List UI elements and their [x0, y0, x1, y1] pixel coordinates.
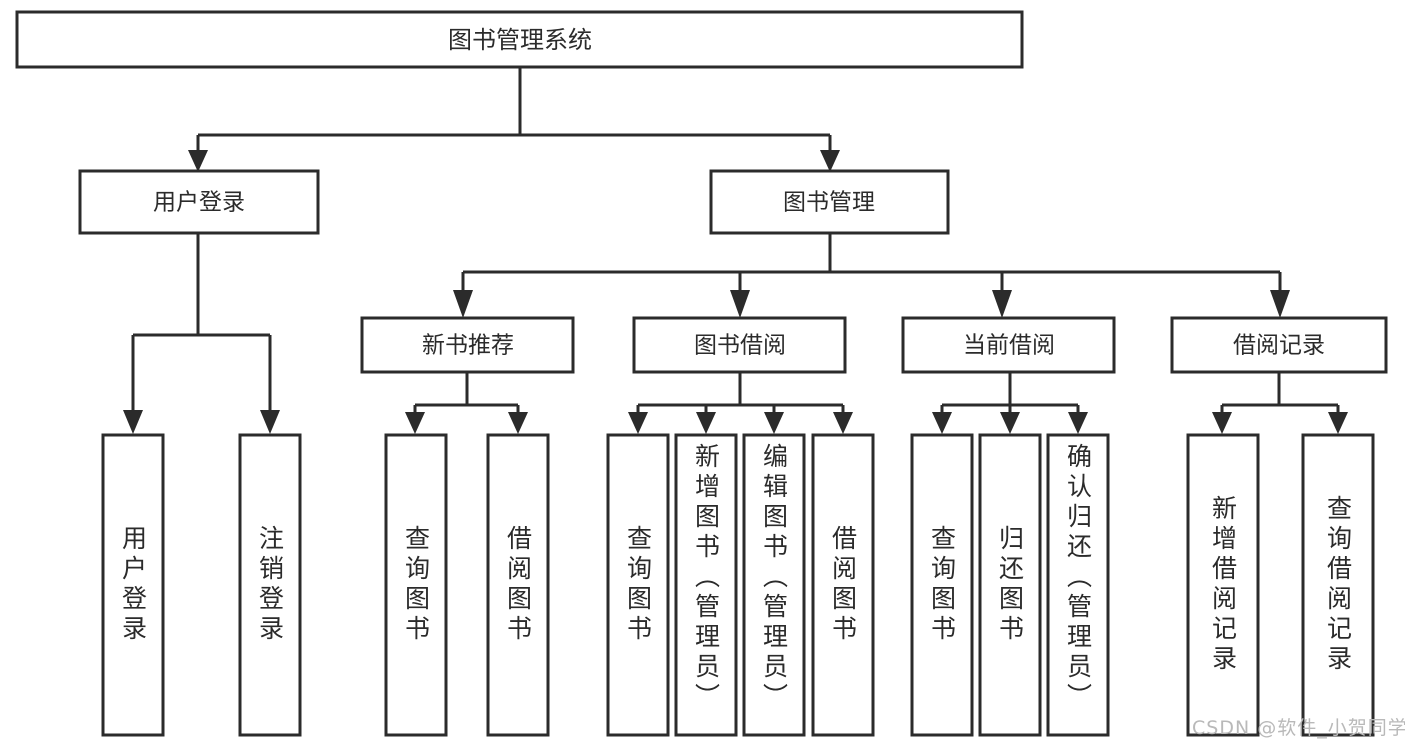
arrow-to-leaf-edit-book: [764, 412, 784, 434]
node-user-login-label: 用户登录: [153, 190, 245, 216]
node-root[interactable]: 图书管理系统: [15, 10, 1024, 69]
node-user-login-box[interactable]: [78, 169, 320, 235]
node-book-manage-label: 图书管理: [783, 190, 875, 216]
arrow-to-leaf-add-record: [1212, 412, 1232, 434]
node-book-borrow-box[interactable]: [632, 316, 847, 374]
arrow-to-book-borrow: [730, 290, 750, 318]
arrow-to-current-borrow: [992, 290, 1012, 318]
leaf-add-record-box[interactable]: [1186, 433, 1260, 737]
arrow-to-leaf-query-record: [1328, 412, 1348, 434]
node-new-book-rec-label: 新书推荐: [422, 333, 514, 359]
leaf-return-book-box[interactable]: [978, 433, 1042, 737]
arrow-to-leaf-borrow-book-1: [508, 412, 528, 434]
leaf-borrow-book-2-box[interactable]: [811, 433, 875, 737]
nodes-layer: 图书管理系统 用户登录 图书管理 新书推荐 图书借阅: [15, 10, 1388, 737]
leaf-add-book-box[interactable]: [674, 433, 738, 737]
leaf-user-login-box[interactable]: [101, 433, 165, 737]
arrow-to-leaf-borrow-book-2: [833, 412, 853, 434]
arrow-to-new-book-rec: [453, 290, 473, 318]
arrow-to-book-manage: [820, 150, 840, 172]
leaf-query-book-2-box[interactable]: [606, 433, 670, 737]
arrow-to-leaf-query-book-2: [628, 412, 648, 434]
arrow-to-user-login: [188, 150, 208, 172]
arrow-to-leaf-return-book: [1000, 412, 1020, 434]
arrow-to-leaf-user-login: [123, 410, 143, 434]
node-book-borrow[interactable]: 图书借阅: [632, 316, 847, 374]
connectors-layer: [123, 67, 1348, 434]
node-borrow-record-box[interactable]: [1170, 316, 1388, 374]
node-borrow-record-label: 借阅记录: [1233, 333, 1325, 359]
node-borrow-record[interactable]: 借阅记录: [1170, 316, 1388, 374]
csdn-watermark: CSDN @软件_小贺同学: [1192, 717, 1405, 739]
node-current-borrow[interactable]: 当前借阅: [901, 316, 1116, 374]
leaf-borrow-book-1-box[interactable]: [486, 433, 550, 737]
leaf-confirm-return-box[interactable]: [1046, 433, 1110, 737]
node-root-box[interactable]: [15, 10, 1024, 69]
node-book-manage-box[interactable]: [709, 169, 950, 235]
leaf-edit-book-box[interactable]: [742, 433, 806, 737]
arrow-to-leaf-query-book-1: [405, 412, 425, 434]
leaf-query-book-1-box[interactable]: [384, 433, 448, 737]
node-root-label: 图书管理系统: [448, 26, 592, 54]
node-current-borrow-box[interactable]: [901, 316, 1116, 374]
node-user-login[interactable]: 用户登录: [78, 169, 320, 235]
arrow-to-borrow-record: [1270, 290, 1290, 318]
arrow-to-leaf-confirm-return: [1068, 412, 1088, 434]
node-current-borrow-label: 当前借阅: [963, 333, 1055, 359]
arrow-to-leaf-query-book-3: [932, 412, 952, 434]
node-book-borrow-label: 图书借阅: [694, 333, 786, 359]
leaf-query-record-box[interactable]: [1301, 433, 1375, 737]
node-new-book-rec[interactable]: 新书推荐: [360, 316, 575, 374]
node-new-book-rec-box[interactable]: [360, 316, 575, 374]
arrow-to-leaf-add-book: [696, 412, 716, 434]
node-book-manage[interactable]: 图书管理: [709, 169, 950, 235]
arrow-to-leaf-logout: [260, 410, 280, 434]
leaf-query-book-3-box[interactable]: [910, 433, 974, 737]
leaf-logout-box[interactable]: [238, 433, 302, 737]
